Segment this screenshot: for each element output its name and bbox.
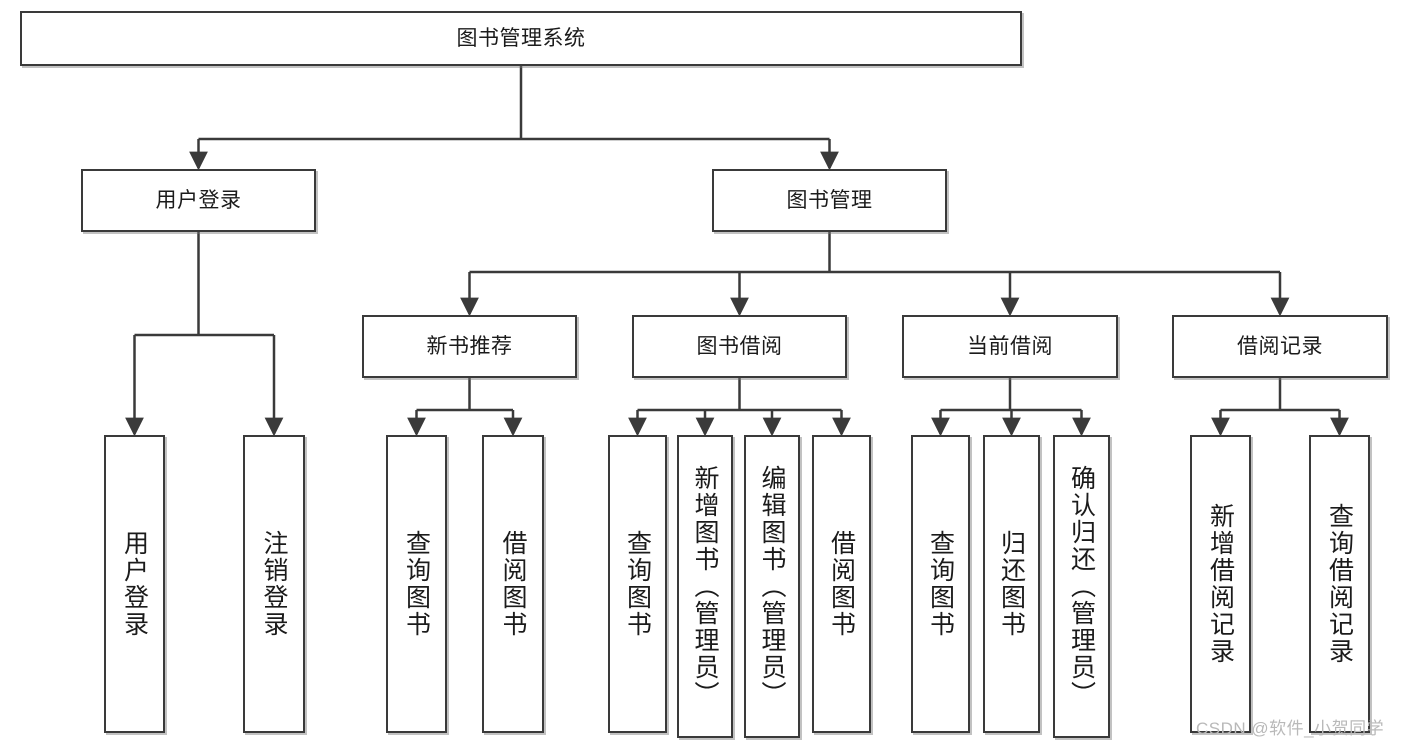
node-leaf-query-book-current[interactable]: 查询图书	[911, 435, 970, 733]
watermark-text: CSDN @软件_小贺同学	[1196, 719, 1385, 738]
node-borrow-record[interactable]: 借阅记录	[1172, 315, 1388, 378]
node-label: 查询借阅记录	[1325, 503, 1354, 665]
node-label: 新书推荐	[426, 334, 513, 358]
node-leaf-user-login[interactable]: 用户登录	[104, 435, 165, 733]
node-label: 查询图书	[926, 530, 955, 638]
node-leaf-query-book-new[interactable]: 查询图书	[386, 435, 447, 733]
node-label: 归还图书	[997, 530, 1026, 638]
node-label: 新增借阅记录	[1206, 503, 1235, 665]
node-label: 图书借阅	[696, 334, 783, 358]
node-leaf-add-book[interactable]: 新增图书（管理员）	[677, 435, 733, 738]
node-label: 当前借阅	[967, 334, 1053, 358]
node-leaf-return-book[interactable]: 归还图书	[983, 435, 1040, 733]
node-user-login[interactable]: 用户登录	[81, 169, 316, 232]
node-leaf-logout[interactable]: 注销登录	[243, 435, 305, 733]
node-leaf-add-record[interactable]: 新增借阅记录	[1190, 435, 1251, 733]
node-label: 编辑图书（管理员）	[758, 465, 786, 708]
node-leaf-borrow-book-new[interactable]: 借阅图书	[482, 435, 544, 733]
node-leaf-query-record[interactable]: 查询借阅记录	[1309, 435, 1370, 733]
node-label: 用户登录	[155, 188, 242, 212]
node-label: 查询图书	[402, 530, 431, 638]
node-new-book-recommend[interactable]: 新书推荐	[362, 315, 577, 378]
node-label: 借阅记录	[1237, 334, 1323, 358]
node-leaf-query-book-borrow[interactable]: 查询图书	[608, 435, 667, 733]
node-label: 查询图书	[623, 530, 652, 638]
node-book-management[interactable]: 图书管理	[712, 169, 947, 232]
node-leaf-confirm-return[interactable]: 确认归还（管理员）	[1053, 435, 1110, 738]
node-label: 用户登录	[120, 530, 149, 638]
node-root[interactable]: 图书管理系统	[20, 11, 1022, 66]
node-leaf-borrow-book[interactable]: 借阅图书	[812, 435, 871, 733]
node-label: 新增图书（管理员）	[691, 465, 719, 708]
node-label: 注销登录	[260, 530, 288, 638]
node-label: 借阅图书	[499, 530, 527, 638]
node-current-borrow[interactable]: 当前借阅	[902, 315, 1118, 378]
node-book-borrow[interactable]: 图书借阅	[632, 315, 847, 378]
node-label: 借阅图书	[827, 530, 856, 638]
node-label: 图书管理	[786, 188, 873, 212]
node-leaf-edit-book[interactable]: 编辑图书（管理员）	[744, 435, 800, 738]
node-label: 图书管理系统	[456, 26, 586, 50]
node-label: 确认归还（管理员）	[1067, 465, 1096, 708]
